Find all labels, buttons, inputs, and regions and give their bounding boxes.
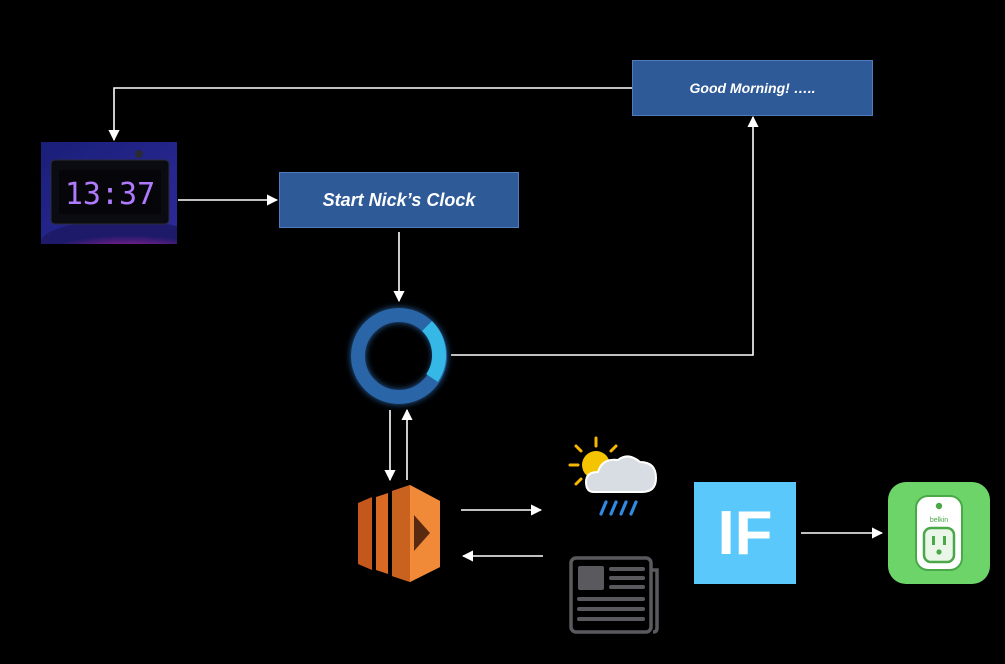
good-morning-label: Good Morning! …..: [689, 80, 816, 96]
clock-display: 13:37: [65, 177, 155, 212]
aws-lambda-icon: [358, 485, 440, 582]
wemo-smart-plug-icon: belkin: [888, 482, 990, 584]
arrow-echo-to-good-morning: [451, 115, 759, 356]
wemo-brand: belkin: [930, 517, 948, 524]
svg-text:IF: IF: [717, 499, 772, 568]
ifttt-icon: IF: [694, 482, 796, 584]
good-morning-box: Good Morning! …..: [632, 60, 873, 116]
start-clock-label: Start Nick’s Clock: [322, 189, 476, 210]
start-clock-box: Start Nick’s Clock: [279, 172, 519, 228]
newspaper-icon: [569, 556, 659, 634]
digital-alarm-clock-icon: 13:37: [41, 142, 177, 244]
arrow-good-morning-to-clock: [108, 87, 632, 142]
weather-partly-cloudy-rain-icon: [568, 436, 658, 516]
amazon-echo-ring-icon: [351, 308, 447, 404]
ifttt-logo-text: IF: [717, 499, 772, 568]
